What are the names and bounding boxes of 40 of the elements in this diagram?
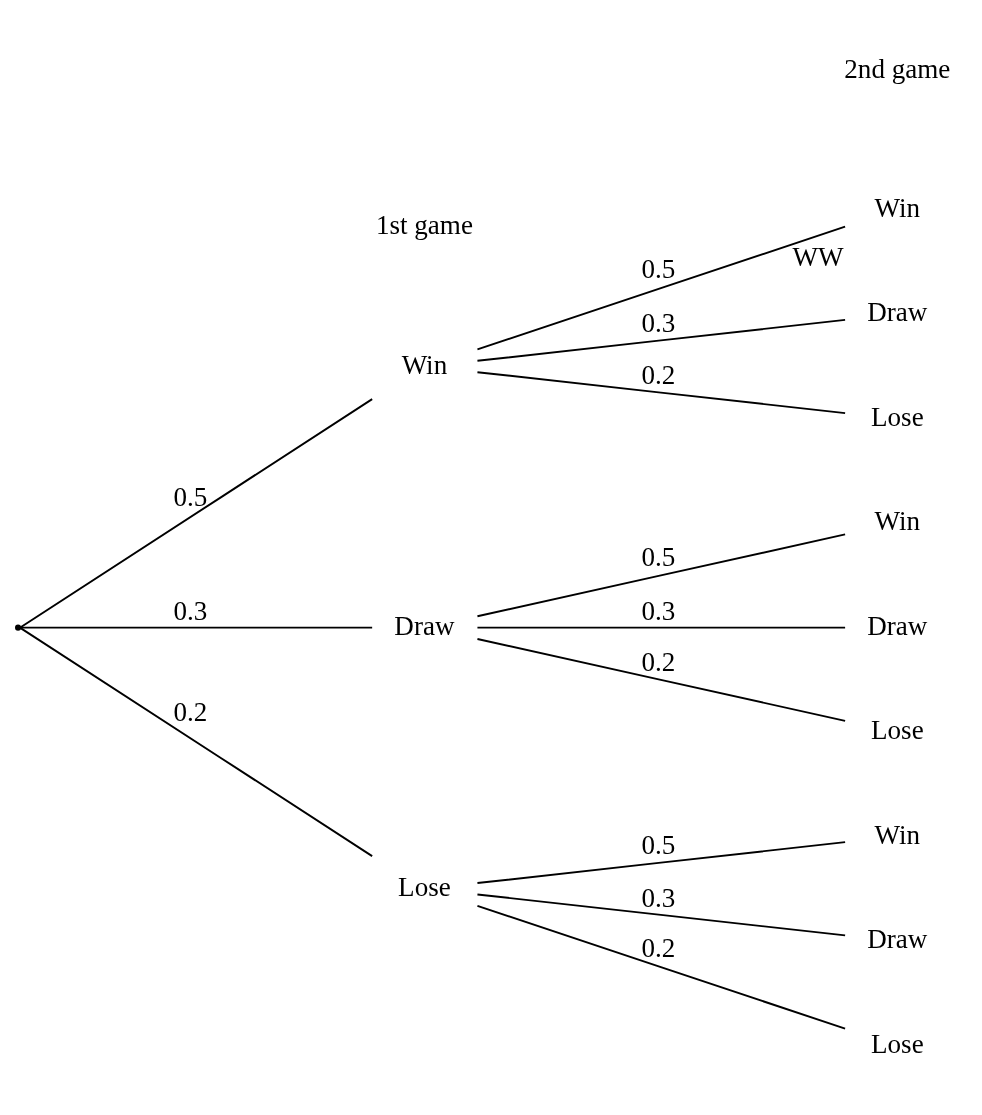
- node-text: Win: [874, 192, 921, 223]
- edge-label: 0.3: [641, 882, 676, 913]
- edge-label: 0.3: [641, 595, 676, 626]
- connector: [476, 893, 847, 936]
- edge-label: 0.3: [641, 307, 676, 338]
- connector: [19, 626, 374, 857]
- node-text: Draw: [867, 610, 928, 641]
- edge-label: 0.2: [641, 932, 676, 963]
- node-label: WW: [792, 241, 844, 272]
- edge-label: 0.2: [641, 359, 676, 390]
- node-text: Win: [874, 819, 921, 850]
- connector: [476, 904, 847, 1030]
- node-text: Win: [401, 349, 448, 380]
- connector: [476, 840, 847, 884]
- node-text: Lose: [398, 871, 451, 902]
- connector: [19, 397, 374, 628]
- connector: [476, 532, 847, 617]
- edge-label: 0.5: [641, 253, 676, 284]
- connector: [476, 318, 847, 362]
- node-text: Lose: [871, 401, 924, 432]
- connector: [19, 626, 374, 629]
- edge-label: 0.2: [641, 646, 676, 677]
- label: 1st game: [375, 209, 473, 240]
- edge-label: 0.5: [173, 481, 208, 512]
- connector: [476, 626, 847, 629]
- node-text: Lose: [871, 1028, 924, 1059]
- node-text: Draw: [394, 610, 455, 641]
- label: 2nd game: [844, 53, 951, 84]
- node-text: Draw: [867, 923, 928, 954]
- node-text: Lose: [871, 714, 924, 745]
- edge-label: 0.5: [641, 541, 676, 572]
- edge-label: 0.3: [173, 595, 208, 626]
- node-text: Draw: [867, 296, 928, 327]
- connector: [476, 225, 847, 350]
- node-point: [15, 624, 22, 631]
- edge-label: 0.5: [641, 829, 676, 860]
- connector: [476, 370, 847, 414]
- connector: [476, 637, 847, 722]
- edge-label: 0.2: [173, 696, 208, 727]
- node-text: Win: [874, 505, 921, 536]
